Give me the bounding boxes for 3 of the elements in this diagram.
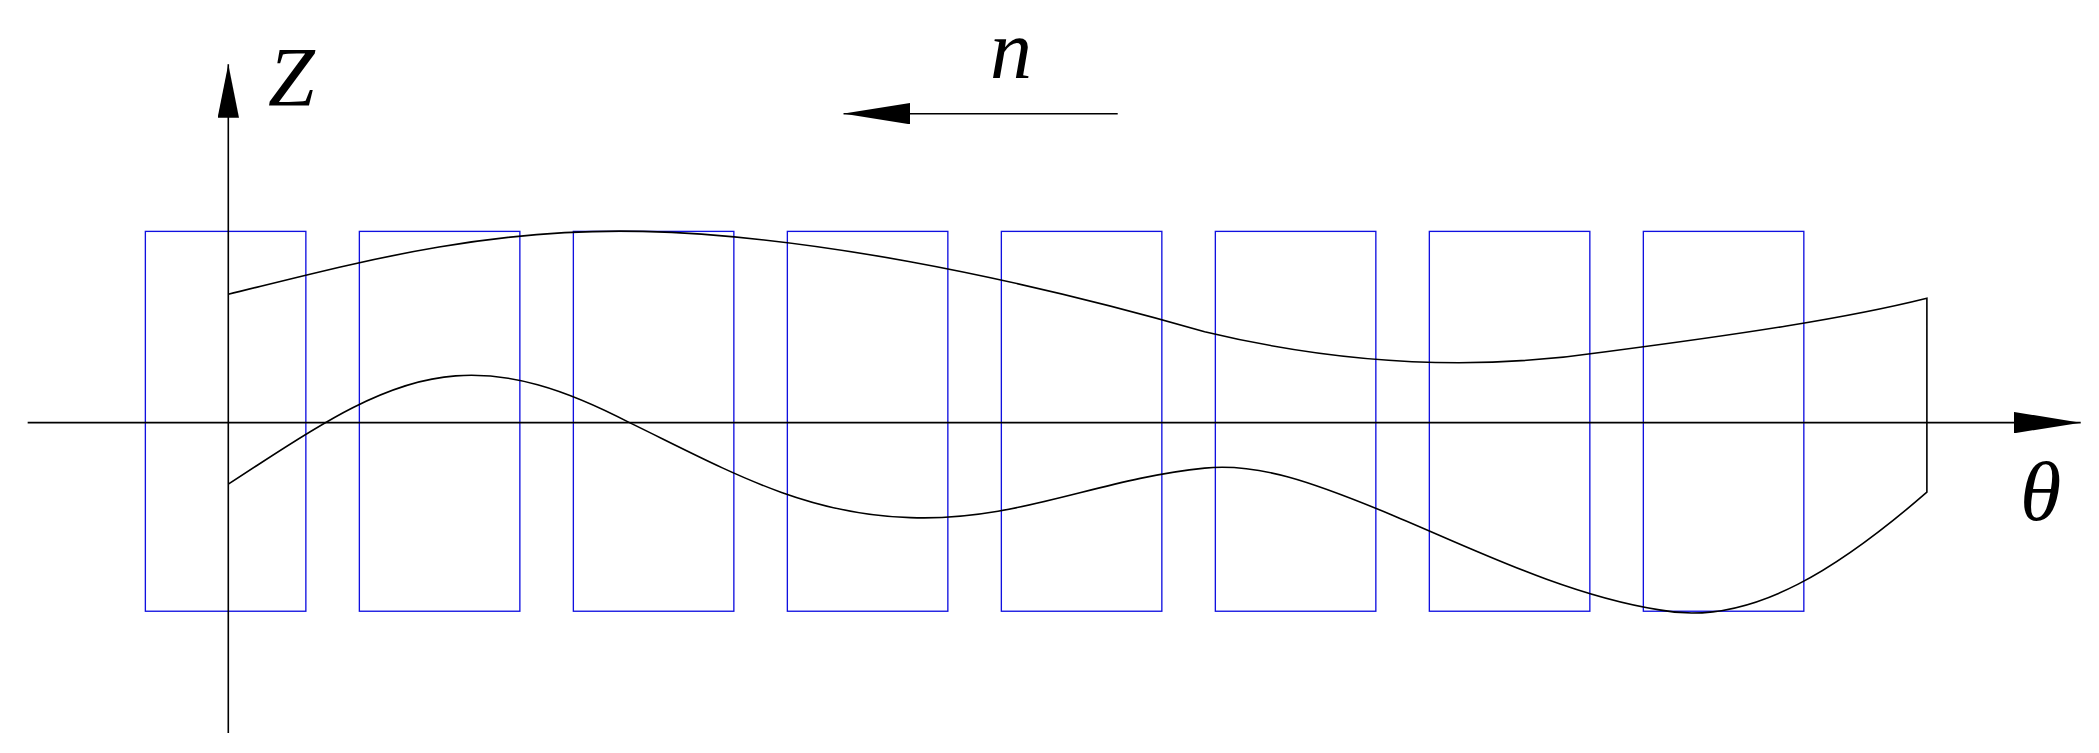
axis-label: θ [2020,450,2062,534]
axis-label: Z [268,36,315,120]
direction-label: n [990,8,1032,92]
